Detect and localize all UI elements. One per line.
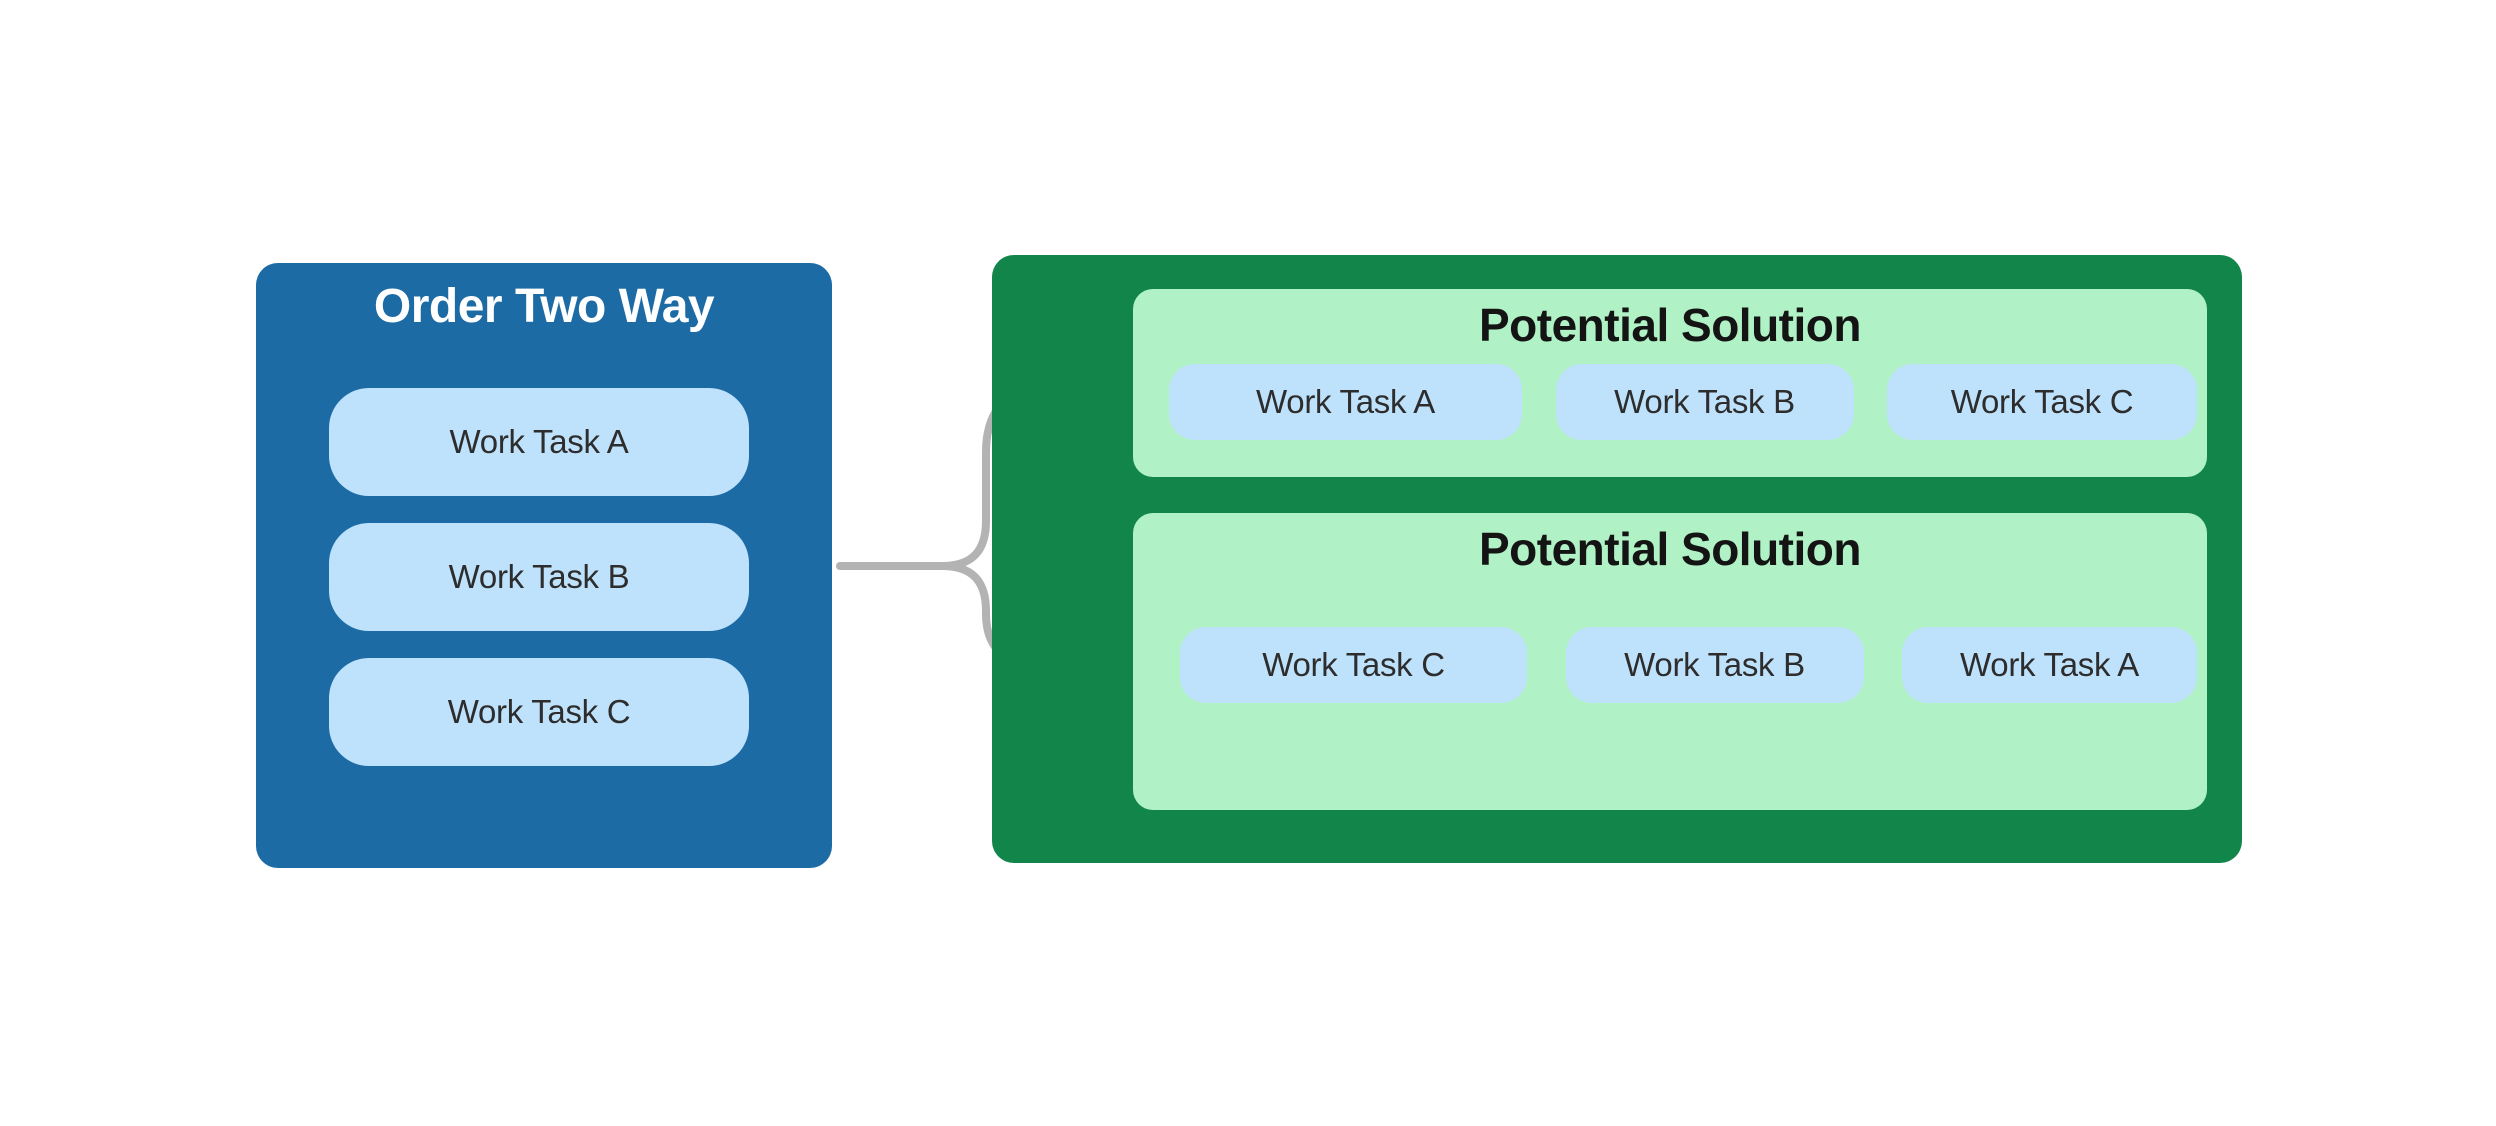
solution-box: Potential Solution Work Task C Work Task… — [1133, 513, 2207, 810]
solution-title: Potential Solution — [1479, 523, 1861, 575]
solution-box: Potential Solution Work Task A Work Task… — [1133, 289, 2207, 477]
source-group-title: Order Two Way — [373, 280, 715, 333]
source-group-box: Order Two Way Work Task A Work Task B Wo… — [256, 263, 832, 868]
solutions-group-box: Potential Solution Work Task A Work Task… — [992, 255, 2242, 863]
task-pill: Work Task C — [329, 658, 749, 766]
task-pill: Work Task A — [1902, 627, 2197, 703]
solution-title: Potential Solution — [1479, 299, 1861, 351]
task-pill: Work Task B — [1565, 627, 1864, 703]
task-pill: Work Task B — [329, 523, 749, 631]
solution-task-row: Work Task A Work Task B Work Task C — [1169, 364, 2197, 440]
task-pill: Work Task C — [1887, 364, 2197, 440]
task-pill: Work Task A — [329, 388, 749, 496]
solution-task-row: Work Task C Work Task B Work Task A — [1180, 627, 2197, 703]
source-task-list: Work Task A Work Task B Work Task C — [329, 388, 749, 766]
task-pill: Work Task C — [1180, 627, 1527, 703]
task-pill: Work Task B — [1555, 364, 1854, 440]
task-pill: Work Task A — [1169, 364, 1522, 440]
